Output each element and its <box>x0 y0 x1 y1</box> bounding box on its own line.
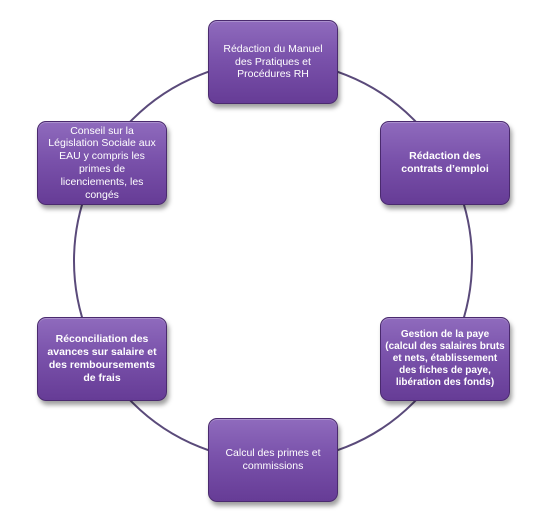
node-payroll-management: Gestion de la paye (calcul des salaires … <box>380 317 510 401</box>
node-labour-law-advice: Conseil sur la Législation Sociale aux E… <box>37 121 167 205</box>
node-bonus-calculation-label: Calcul des primes et commissions <box>225 447 321 472</box>
node-payroll-management-label: Gestion de la paye (calcul des salaires … <box>385 328 505 389</box>
node-advances-reconciliation-label: Réconciliation des avances sur salaire e… <box>47 333 157 384</box>
node-hr-manual-label: Rédaction du Manuel des Pratiques et Pro… <box>223 42 323 81</box>
node-bonus-calculation: Calcul des primes et commissions <box>208 418 338 502</box>
node-employment-contracts: Rédaction des contrats d’emploi <box>380 121 510 205</box>
node-employment-contracts-label: Rédaction des contrats d’emploi <box>401 150 489 175</box>
node-labour-law-advice-label: Conseil sur la Législation Sociale aux E… <box>48 124 156 201</box>
node-advances-reconciliation: Réconciliation des avances sur salaire e… <box>37 317 167 401</box>
node-hr-manual: Rédaction du Manuel des Pratiques et Pro… <box>208 20 338 104</box>
